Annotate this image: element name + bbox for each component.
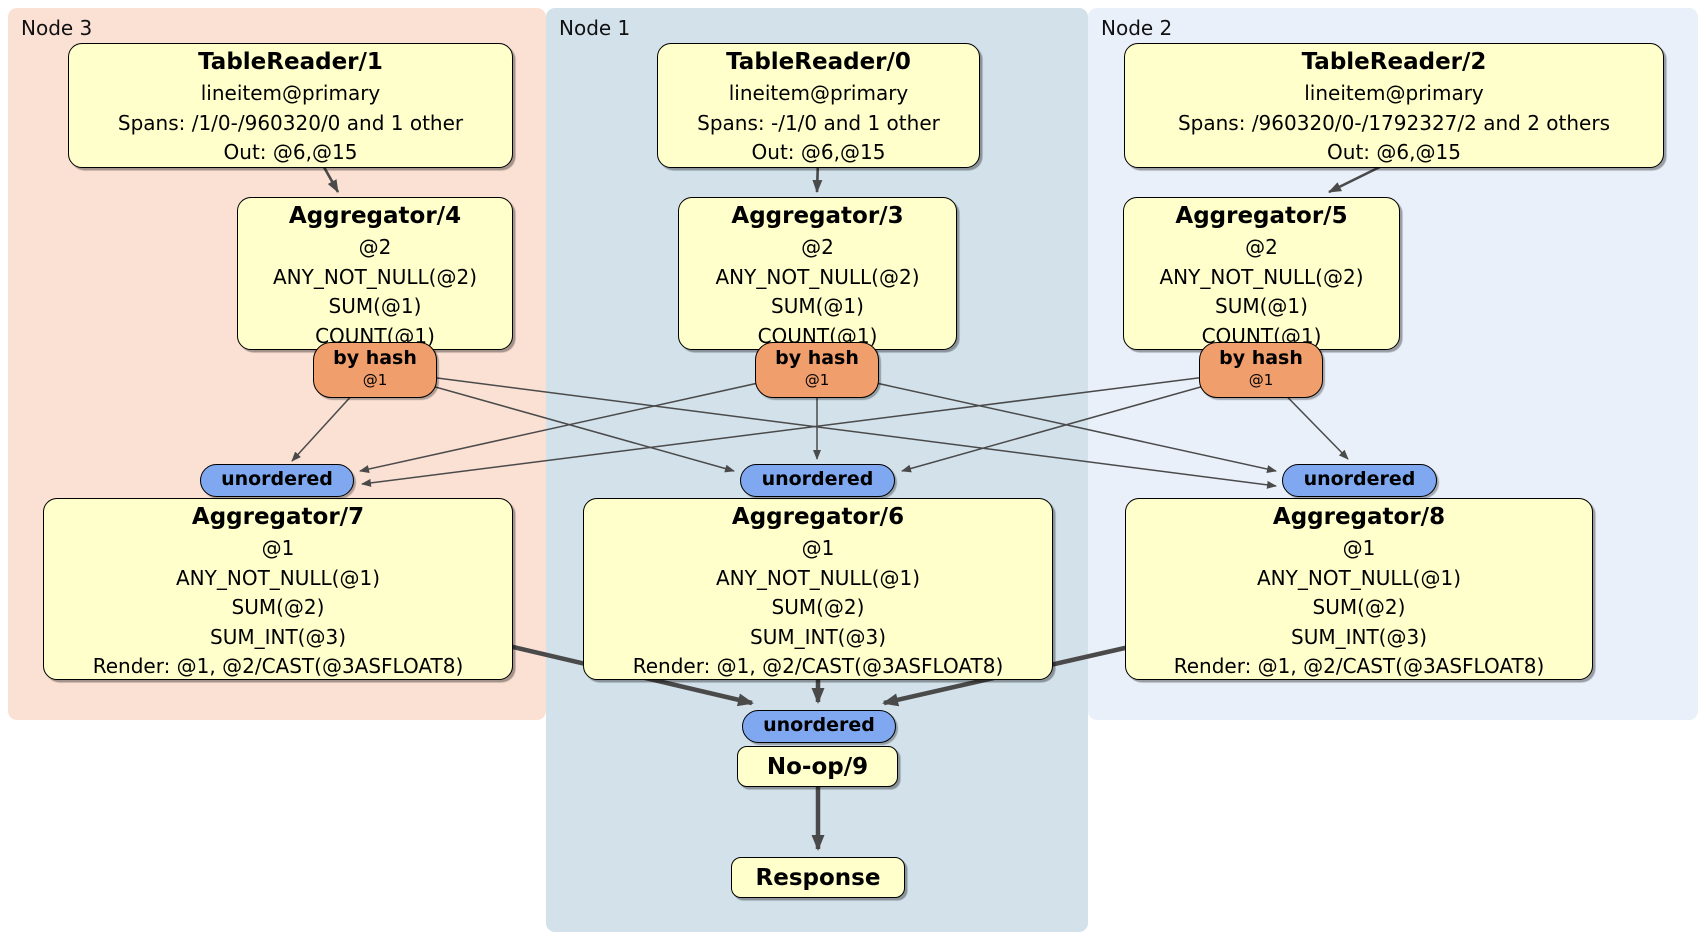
- sync-unordered-node1: unordered: [740, 464, 895, 497]
- processor-detail: @1: [801, 536, 835, 560]
- processor-detail: @1: [1342, 536, 1376, 560]
- processor-detail: SUM(@1): [771, 294, 864, 318]
- processor-tablereader-0: TableReader/0 lineitem@primary Spans: -/…: [657, 43, 980, 168]
- region-node3-label: Node 3: [21, 16, 93, 40]
- processor-detail: SUM_INT(@3): [210, 624, 346, 649]
- processor-detail: SUM(@1): [328, 294, 422, 318]
- processor-detail: Out: @6,@15: [751, 140, 886, 164]
- sync-unordered-node2: unordered: [1282, 464, 1437, 497]
- sync-unordered-node3: unordered: [200, 464, 354, 497]
- processor-detail: lineitem@primary: [1304, 81, 1484, 105]
- processor-title: Response: [755, 864, 881, 891]
- processor-detail: ANY_NOT_NULL(@1): [176, 565, 380, 590]
- processor-detail: lineitem@primary: [728, 81, 909, 105]
- processor-title: TableReader/0: [726, 49, 911, 75]
- processor-detail: ANY_NOT_NULL(@1): [716, 565, 920, 590]
- processor-detail: Render: @1, @2/CAST(@3ASFLOAT8): [92, 654, 464, 678]
- processor-aggregator-8: Aggregator/8 @1 ANY_NOT_NULL(@1) SUM(@2)…: [1125, 498, 1593, 680]
- router-by-hash-node2: by hash @1: [1199, 342, 1323, 398]
- processor-aggregator-7: Aggregator/7 @1 ANY_NOT_NULL(@1) SUM(@2)…: [43, 498, 513, 680]
- processor-title: TableReader/1: [198, 49, 383, 75]
- processor-title: No-op/9: [766, 753, 869, 780]
- processor-detail: @2: [358, 235, 392, 259]
- processor-tablereader-1: TableReader/1 lineitem@primary Spans: /1…: [68, 43, 513, 168]
- processor-detail: SUM(@1): [1215, 294, 1308, 318]
- processor-aggregator-3: Aggregator/3 @2 ANY_NOT_NULL(@2) SUM(@1)…: [678, 197, 957, 350]
- processor-aggregator-4: Aggregator/4 @2 ANY_NOT_NULL(@2) SUM(@1)…: [237, 197, 513, 350]
- processor-title: Aggregator/6: [731, 504, 905, 530]
- sync-unordered-final: unordered: [742, 710, 896, 743]
- processor-title: Aggregator/5: [1175, 203, 1348, 229]
- processor-detail: SUM_INT(@3): [1291, 624, 1427, 649]
- router-key: @1: [804, 371, 830, 389]
- processor-detail: ANY_NOT_NULL(@1): [1257, 565, 1461, 590]
- processor-title: Aggregator/4: [288, 203, 462, 229]
- processor-noop-9: No-op/9: [737, 746, 898, 787]
- processor-detail: SUM(@2): [231, 595, 325, 619]
- processor-detail: @2: [1245, 235, 1278, 259]
- processor-detail: lineitem@primary: [200, 81, 381, 105]
- processor-tablereader-2: TableReader/2 lineitem@primary Spans: /9…: [1124, 43, 1664, 168]
- router-label: by hash: [1219, 347, 1303, 369]
- processor-detail: SUM(@2): [771, 595, 865, 619]
- processor-detail: ANY_NOT_NULL(@2): [1159, 264, 1364, 289]
- processor-detail: SUM_INT(@3): [750, 624, 886, 649]
- processor-detail: Out: @6,@15: [223, 140, 358, 164]
- processor-title: Aggregator/7: [191, 504, 365, 530]
- processor-title: Aggregator/3: [731, 203, 904, 229]
- edge-hash-node1-sync-node2: [816, 369, 1277, 473]
- router-key: @1: [1248, 371, 1274, 389]
- processor-detail: @2: [801, 235, 834, 259]
- region-node2-label: Node 2: [1101, 16, 1173, 40]
- router-by-hash-node1: by hash @1: [755, 342, 879, 398]
- region-node1-label: Node 1: [559, 16, 631, 40]
- processor-detail: Spans: /1/0-/960320/0 and 1 other: [117, 110, 464, 135]
- processor-detail: @1: [261, 536, 295, 560]
- processor-detail: ANY_NOT_NULL(@2): [715, 264, 920, 289]
- processor-response: Response: [731, 857, 905, 898]
- processor-title: TableReader/2: [1301, 49, 1487, 75]
- processor-detail: ANY_NOT_NULL(@2): [273, 264, 477, 289]
- edge-hash-node3-sync-node2: [374, 369, 1277, 489]
- processor-detail: Render: @1, @2/CAST(@3ASFLOAT8): [1173, 654, 1545, 678]
- processor-detail: Spans: -/1/0 and 1 other: [697, 110, 940, 135]
- processor-detail: Out: @6,@15: [1327, 140, 1461, 164]
- router-label: by hash: [775, 347, 859, 369]
- processor-detail: Render: @1, @2/CAST(@3ASFLOAT8): [632, 654, 1004, 678]
- edge-hash-node1-sync-node3: [359, 369, 818, 473]
- processor-detail: SUM(@2): [1312, 595, 1406, 619]
- processor-aggregator-6: Aggregator/6 @1 ANY_NOT_NULL(@1) SUM(@2)…: [583, 498, 1053, 680]
- router-label: by hash: [333, 347, 417, 369]
- processor-title: Aggregator/8: [1272, 504, 1446, 530]
- edge-hash-node2-sync-node3: [361, 369, 1262, 487]
- processor-aggregator-5: Aggregator/5 @2 ANY_NOT_NULL(@2) SUM(@1)…: [1123, 197, 1400, 350]
- router-by-hash-node3: by hash @1: [313, 342, 437, 398]
- processor-detail: Spans: /960320/0-/1792327/2 and 2 others: [1177, 110, 1610, 135]
- router-key: @1: [362, 371, 388, 389]
